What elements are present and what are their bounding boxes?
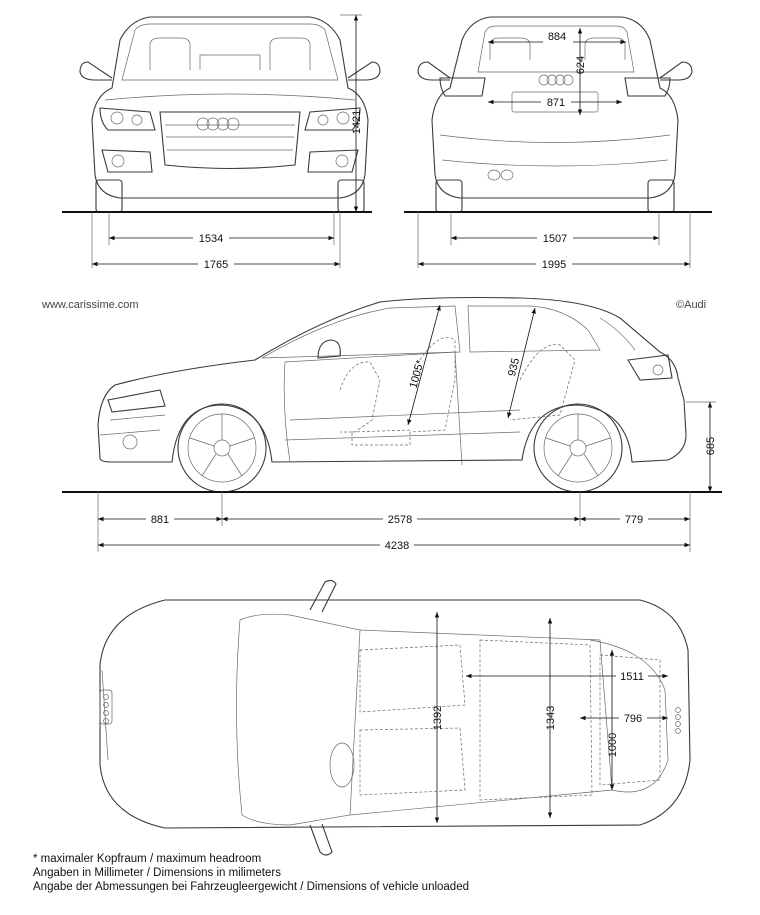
front-width-dim: 1765 [204,259,228,271]
elbow-width-rear-dim: 1343 [545,706,557,730]
trunk-width-dim: 1511 [620,671,644,683]
wheelbase-dim: 2578 [388,514,412,526]
headroom-rear-dim: 935 [506,357,522,378]
footnote-units: Angaben in Millimeter / Dimensions in mi… [33,867,281,879]
rear-view [417,16,693,213]
trunk-width-arches-dim: 1000 [607,733,619,757]
height-dim: 1421 [351,110,363,134]
side-dimensions: 685 881 2578 779 4238 [97,401,717,552]
footnote-unloaded: Angabe der Abmessungen bei Fahrzeugleerg… [33,881,469,893]
rear-dimensions: 884 624 871 1507 1995 [417,28,691,271]
headroom-front-dim: 1005* [408,358,427,390]
front-overhang-dim: 881 [151,514,169,526]
rear-plate-width-dim: 871 [547,97,565,109]
elbow-width-front-dim: 1392 [432,706,444,730]
width-mirrors-dim: 1995 [542,259,566,271]
front-track-dim: 1534 [199,233,223,245]
rear-overhang-dim: 779 [625,514,643,526]
side-view: 1005* 935 [97,296,687,493]
copyright-text: ©Audi [676,299,706,311]
footnote-headroom: * maximaler Kopfraum / maximum headroom [33,853,262,865]
top-view: 1392 1343 1511 796 1000 [99,579,691,856]
front-dimensions: 1534 1765 1421 [91,14,363,271]
rear-window-width-dim: 884 [548,31,566,43]
rear-window-height-dim: 624 [575,56,587,74]
length-dim: 4238 [385,540,409,552]
rear-track-dim: 1507 [543,233,567,245]
trunk-length-dim: 796 [624,713,642,725]
loading-height-dim: 685 [705,437,717,455]
front-view [79,16,381,213]
footnotes: * maximaler Kopfraum / maximum headroom … [33,852,469,894]
watermark-text: www.carissime.com [41,299,139,311]
